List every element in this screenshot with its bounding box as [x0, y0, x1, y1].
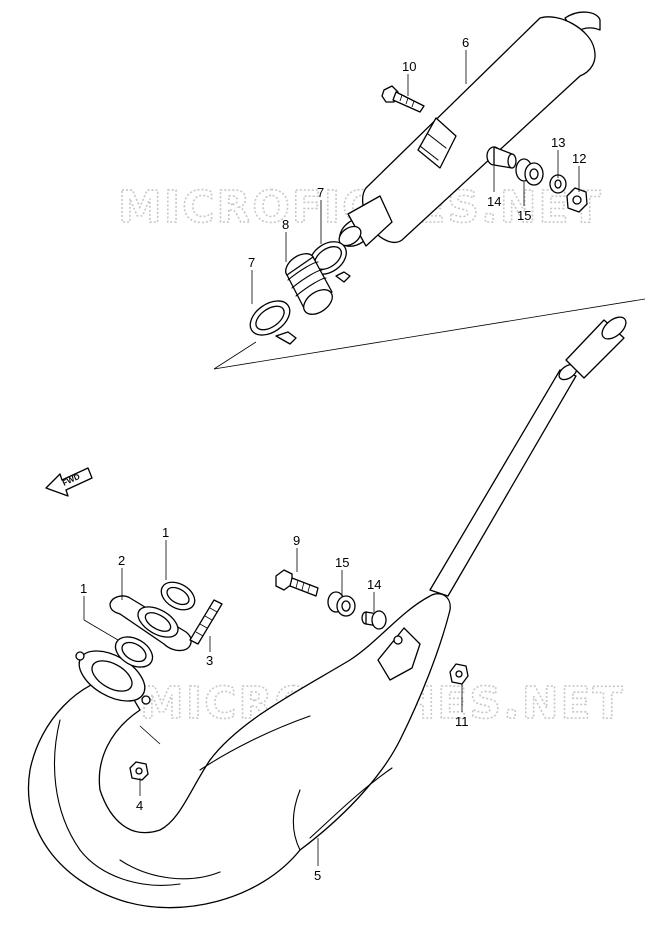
callout-labels: 10 6 13 12 14 15 7 8 7 1 2 1 3 9 15 14 1…: [80, 35, 586, 883]
callout-4: 4: [136, 798, 143, 813]
collar-part-15-lower: [327, 591, 356, 617]
callout-11: 11: [455, 714, 469, 729]
callout-2: 2: [118, 553, 125, 568]
callout-7-upper: 7: [317, 185, 324, 200]
joint-part-8: [285, 253, 333, 315]
callout-1-upper: 1: [162, 525, 169, 540]
callout-5: 5: [314, 868, 321, 883]
callout-6: 6: [462, 35, 469, 50]
leader-lines: [83, 50, 580, 866]
callout-10: 10: [402, 59, 416, 74]
grommet-part-14-lower: [361, 610, 387, 630]
callout-15-upper: 15: [517, 208, 531, 223]
callout-14-upper: 14: [487, 194, 501, 209]
gasket-part-1-lower: [114, 636, 154, 668]
callout-1-lower: 1: [80, 581, 87, 596]
callout-12: 12: [572, 151, 586, 166]
callout-3: 3: [206, 653, 213, 668]
gasket-part-1-upper: [160, 581, 196, 611]
callout-9: 9: [293, 533, 300, 548]
nut-part-4: [129, 761, 149, 781]
bolt-part-10: [381, 85, 425, 113]
flange-plate-part-2: [109, 595, 192, 652]
callout-13: 13: [551, 135, 565, 150]
clamp-part-7-lower: [249, 300, 297, 345]
grommet-part-14-upper: [486, 146, 517, 169]
nut-part-12: [566, 187, 588, 213]
fwd-arrow-icon: FWD: [45, 467, 93, 497]
section-divider: [213, 298, 646, 370]
silencer-part-6: [338, 11, 601, 247]
callout-7-lower: 7: [248, 255, 255, 270]
exhaust-pipe-part-5: [27, 316, 627, 909]
bolt-part-9: [275, 569, 319, 597]
callout-15-lower: 15: [335, 555, 349, 570]
nut-part-11: [449, 663, 469, 685]
stud-part-3: [189, 599, 223, 645]
callout-8: 8: [282, 217, 289, 232]
callout-14-lower: 14: [367, 577, 381, 592]
collar-part-15-upper: [515, 158, 544, 186]
